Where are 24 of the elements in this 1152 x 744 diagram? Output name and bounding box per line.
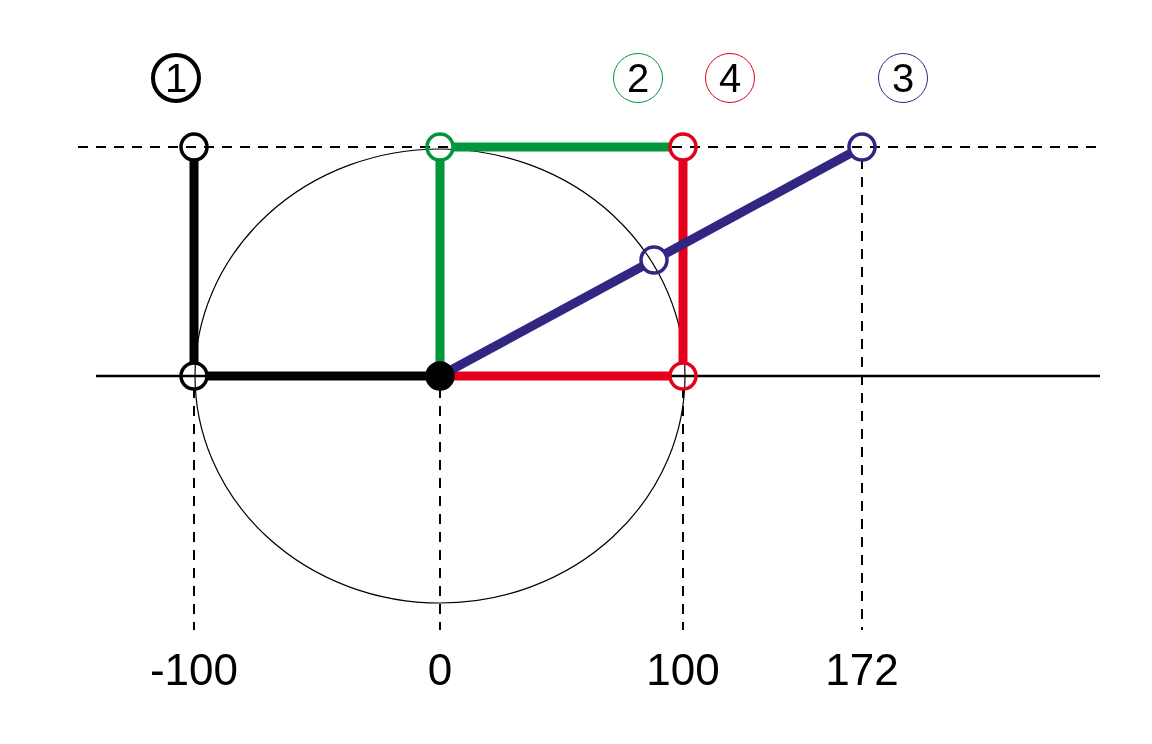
axis-value: 0 xyxy=(427,648,453,692)
callout-number: 4 xyxy=(705,53,755,103)
path-segment xyxy=(678,160,688,363)
axis-value: 100 xyxy=(646,648,720,692)
path-segment xyxy=(453,371,670,381)
point-dot xyxy=(425,361,455,391)
callout-number: 2 xyxy=(613,53,663,103)
path-segment xyxy=(207,371,427,381)
point-marker xyxy=(179,361,209,391)
point-marker xyxy=(668,132,698,162)
point-marker xyxy=(847,132,877,162)
point-marker xyxy=(179,132,209,162)
point-marker xyxy=(639,245,669,275)
axis-value: -100 xyxy=(149,648,239,692)
callout-number: 3 xyxy=(878,53,928,103)
path-segment xyxy=(189,160,199,363)
path-segment xyxy=(663,149,853,258)
path-segment xyxy=(453,142,670,152)
axis-value: 172 xyxy=(825,648,899,692)
point-marker xyxy=(425,132,455,162)
callout-number: 1 xyxy=(151,53,201,103)
path-segment xyxy=(449,262,645,374)
path-segment xyxy=(435,160,445,363)
point-marker xyxy=(668,361,698,391)
